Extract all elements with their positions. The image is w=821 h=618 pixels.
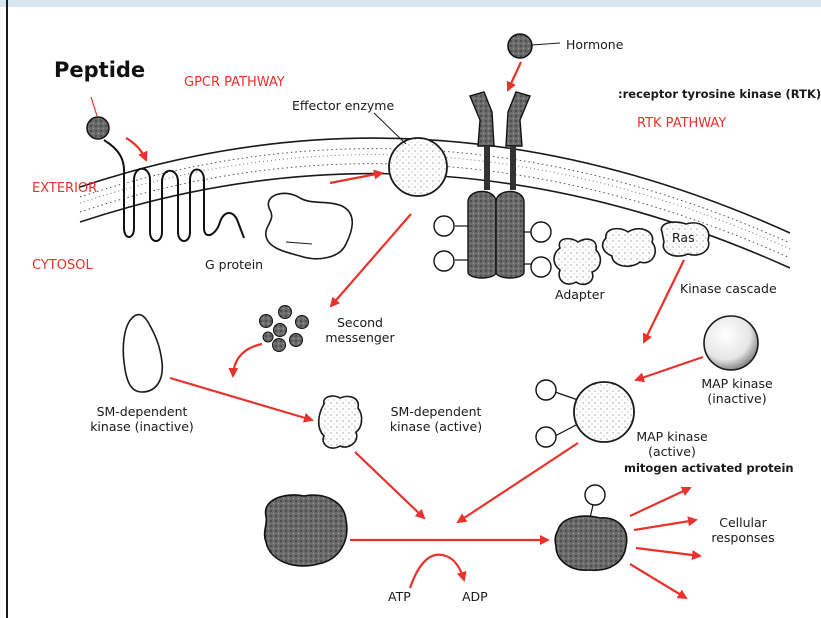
label-map-inactive-line2: (inactive): [696, 391, 778, 406]
hormone-ligand: [508, 34, 532, 58]
second-messenger-dots: [260, 306, 309, 352]
label-rtk-full: :receptor tyrosine kinase (RTK):: [618, 87, 821, 102]
label-adp: ADP: [462, 589, 488, 604]
label-map-active-line2: (active): [632, 444, 712, 459]
label-second-messenger-line2: messenger: [322, 330, 398, 345]
label-ras: Ras: [672, 230, 695, 245]
label-second-messenger: Second messenger: [322, 315, 398, 345]
label-effector-enzyme: Effector enzyme: [292, 98, 394, 113]
label-second-messenger-line1: Second: [322, 315, 398, 330]
label-hormone: Hormone: [566, 37, 623, 52]
sm-kinase-active-shape: [319, 396, 362, 448]
hormone-pointer: [532, 43, 560, 45]
label-map-active-line1: MAP kinase: [632, 429, 712, 444]
gpcr-receptor: [104, 140, 244, 241]
label-cytosol: CYTOSOL: [32, 258, 93, 273]
label-cellular-line2: responses: [700, 530, 786, 545]
peptide-pointer: [91, 97, 97, 116]
label-map-kinase-inactive: MAP kinase (inactive): [696, 376, 778, 406]
peptide-ligand: [87, 117, 109, 139]
map-kinase-inactive-sphere: [704, 316, 758, 370]
label-adapter: Adapter: [555, 287, 605, 302]
label-kinase-cascade: Kinase cascade: [680, 281, 777, 296]
label-mitogen: mitogen activated protein: [624, 461, 794, 476]
g-protein-shape: [266, 193, 352, 258]
effector-enzyme: [389, 138, 447, 196]
label-map-kinase-active: MAP kinase (active): [632, 429, 712, 459]
label-cellular-line1: Cellular: [700, 515, 786, 530]
label-atp: ATP: [388, 589, 411, 604]
label-peptide: Peptide: [54, 63, 145, 78]
effector-pointer: [374, 113, 406, 144]
label-exterior: EXTERIOR: [32, 181, 97, 196]
label-sm-inactive-line2: kinase (inactive): [80, 419, 204, 434]
label-sm-active-line1: SM-dependent: [376, 404, 496, 419]
label-gpcr-pathway: GPCR PATHWAY: [184, 75, 285, 90]
sm-kinase-inactive-shape: [123, 315, 162, 392]
map-kinase-active: [536, 380, 634, 447]
label-sm-active-line2: kinase (active): [376, 419, 496, 434]
label-cellular-responses: Cellular responses: [700, 515, 786, 545]
label-g-protein: G protein: [205, 257, 263, 272]
phosphorylated-protein: [555, 485, 627, 570]
label-sm-kinase-inactive: SM-dependent kinase (inactive): [80, 404, 204, 434]
label-rtk-pathway: RTK PATHWAY: [637, 116, 726, 131]
label-sm-inactive-line1: SM-dependent: [80, 404, 204, 419]
substrate-protein-shape: [265, 495, 347, 566]
label-sm-kinase-active: SM-dependent kinase (active): [376, 404, 496, 434]
rtk-dimer: [434, 92, 551, 278]
label-map-inactive-line1: MAP kinase: [696, 376, 778, 391]
adapter-shape: [554, 239, 600, 285]
cascade-protein-shape: [603, 229, 656, 267]
